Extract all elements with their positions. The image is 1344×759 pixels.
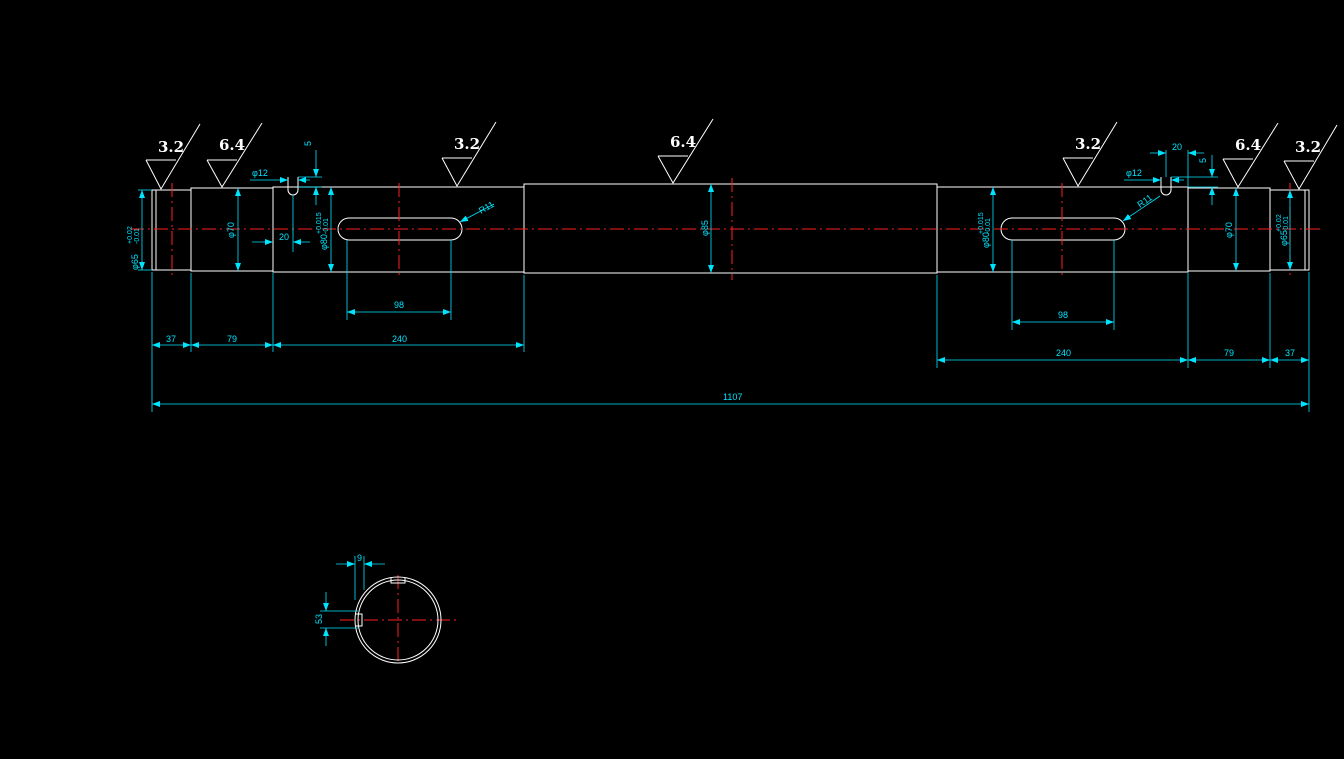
svg-text:φ70: φ70 [226, 222, 236, 238]
dim-section-key-width: 9 [336, 553, 385, 600]
dim-dia-middle: φ85 [700, 184, 714, 273]
dim-left-section: 240 [273, 334, 524, 348]
roughness-left-key-section: 3.2 [441, 121, 497, 188]
svg-text:9: 9 [357, 553, 362, 563]
dim-dia-right-end: φ65 +0.02-0.01 [1276, 190, 1293, 270]
roughness-left-end: 3.2 [145, 123, 201, 191]
svg-text:+0.02-0.01: +0.02-0.01 [127, 226, 141, 244]
roughness-right-key-section: 3.2 [1062, 121, 1118, 188]
dim-total-length: 1107 [152, 392, 1309, 407]
svg-text:79: 79 [1224, 348, 1234, 358]
svg-text:79: 79 [227, 334, 237, 344]
svg-text:3.2: 3.2 [1075, 135, 1101, 153]
roughness-right-end: 3.2 [1283, 124, 1338, 191]
svg-text:6.4: 6.4 [670, 133, 696, 151]
dim-left-end: 37 [152, 334, 191, 348]
svg-text:+0.015-0.01: +0.015-0.01 [316, 212, 330, 234]
dim-dia-left-bearing: φ70 [226, 188, 241, 271]
svg-text:53: 53 [314, 614, 324, 624]
svg-text:1107: 1107 [723, 392, 742, 402]
svg-text:5: 5 [303, 141, 313, 146]
groove-right [1160, 177, 1172, 196]
svg-text:φ65: φ65 [130, 254, 140, 270]
dim-key-radius-left: R11 [459, 199, 496, 223]
svg-text:98: 98 [394, 300, 404, 310]
dim-groove-depth-left: 5 [298, 141, 322, 205]
dim-left-bearing: 79 [191, 334, 273, 348]
svg-text:6.4: 6.4 [1235, 136, 1261, 154]
dim-key-radius-right: R11 [1122, 192, 1161, 222]
dim-key-length-left: 98 [347, 300, 451, 315]
roughness-right-bearing: 6.4 [1222, 122, 1279, 188]
svg-text:5: 5 [1198, 158, 1208, 163]
svg-text:3.2: 3.2 [158, 138, 184, 156]
dim-section-key-depth: 53 [314, 592, 358, 646]
svg-text:37: 37 [166, 334, 176, 344]
svg-text:φ85: φ85 [700, 220, 710, 236]
svg-text:+0.02-0.01: +0.02-0.01 [1276, 214, 1290, 232]
svg-text:20: 20 [279, 232, 289, 242]
dim-key-length-right: 98 [1012, 310, 1114, 325]
svg-text:240: 240 [1056, 348, 1071, 358]
dim-groove-dia-right: φ12 [1124, 168, 1184, 183]
svg-text:R11: R11 [1135, 192, 1154, 209]
svg-text:φ12: φ12 [1126, 168, 1142, 178]
dim-dia-right-key: φ80 +0.015-0.01 [978, 187, 996, 272]
dim-right-bearing: 79 [1188, 348, 1270, 363]
svg-text:φ65: φ65 [1279, 230, 1289, 246]
dim-dia-left-key: φ80 +0.015-0.01 [316, 187, 334, 272]
svg-text:φ80: φ80 [981, 232, 991, 248]
svg-text:φ80: φ80 [319, 234, 329, 250]
dim-dia-left-end: φ65 +0.02-0.01 [127, 189, 152, 271]
svg-text:φ70: φ70 [1224, 222, 1234, 238]
svg-text:6.4: 6.4 [219, 136, 245, 154]
roughness-left-bearing: 6.4 [206, 122, 263, 188]
groove-left [287, 177, 299, 196]
dim-dia-right-bearing: φ70 [1224, 188, 1239, 271]
svg-text:3.2: 3.2 [454, 135, 480, 153]
svg-text:98: 98 [1058, 310, 1068, 320]
dim-groove-pos-left: 20 [252, 195, 310, 252]
extension-lines [151, 240, 1310, 412]
svg-text:+0.015-0.01: +0.015-0.01 [978, 212, 992, 234]
dim-right-section: 240 [937, 348, 1188, 363]
svg-text:240: 240 [392, 334, 407, 344]
dim-groove-pos-right: 20 [1150, 142, 1204, 187]
cross-section-view [354, 576, 442, 664]
svg-text:3.2: 3.2 [1295, 138, 1321, 156]
svg-text:37: 37 [1285, 348, 1295, 358]
centerlines [130, 178, 1320, 665]
svg-text:R11: R11 [477, 199, 496, 216]
svg-text:20: 20 [1172, 142, 1182, 152]
roughness-middle: 6.4 [657, 118, 714, 184]
svg-text:φ12: φ12 [252, 168, 268, 178]
dim-right-end: 37 [1270, 348, 1309, 363]
dim-groove-dia-left: φ12 [250, 168, 310, 183]
